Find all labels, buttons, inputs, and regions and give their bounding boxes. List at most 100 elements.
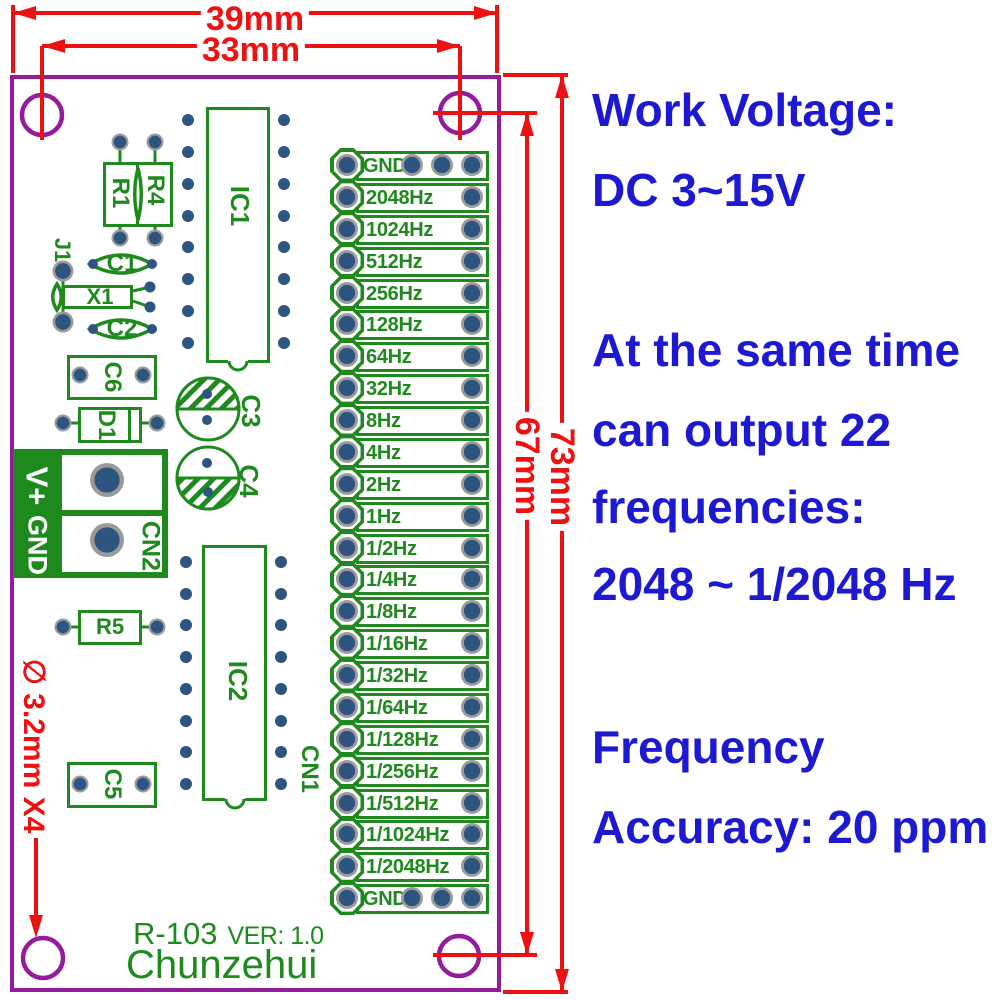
ic-pin-dot	[278, 210, 290, 222]
pin-pad	[336, 695, 358, 718]
ic-pin-dot	[278, 178, 290, 190]
pin-pad	[336, 472, 358, 495]
dim-outer-height: 73mm	[543, 422, 581, 532]
component-pad	[54, 618, 72, 636]
spec-work-voltage-value: DC 3~15V	[592, 164, 806, 216]
pin-pad	[336, 377, 358, 400]
pin-row: 128Hz	[330, 307, 489, 342]
pin-label: 1/64Hz	[366, 696, 428, 719]
pin-row: 1/32Hz	[330, 658, 489, 692]
terminal-pad	[90, 523, 124, 557]
component-pad	[148, 618, 166, 636]
pin-row: 1/2Hz	[330, 530, 489, 565]
c4-label: C4	[234, 464, 264, 498]
pin-row: 1024Hz	[330, 211, 489, 246]
pin-label: 4Hz	[366, 441, 401, 464]
r5-body	[78, 610, 142, 645]
pin-dot	[147, 259, 157, 269]
pin-pad	[461, 313, 483, 336]
pin-label: 1/16Hz	[366, 633, 428, 656]
pin-row: 2048Hz	[330, 179, 489, 214]
pin-row: 32Hz	[330, 371, 489, 406]
pin-dot	[147, 324, 157, 334]
pin-pad	[461, 887, 483, 910]
pin-dot	[203, 487, 213, 497]
ic-pin-dot	[275, 588, 287, 600]
c3-label: C3	[236, 394, 266, 428]
pin-row: 1/16Hz	[330, 626, 489, 661]
component-pad	[111, 229, 129, 247]
pin-label: 1/2Hz	[366, 537, 417, 560]
pin-pad	[336, 313, 358, 336]
pin-pad	[461, 185, 483, 208]
spec-output-line1: At the same time	[592, 324, 961, 376]
pin-label: 128Hz	[366, 314, 423, 337]
board-brand: Chunzehui	[126, 943, 318, 987]
pin-dot	[202, 389, 212, 399]
pin-dot	[88, 324, 98, 334]
pin-row: GND	[330, 148, 489, 182]
dimension-lines	[11, 5, 569, 994]
ic-pin-dot	[180, 683, 192, 695]
pin-label: 1/128Hz	[366, 728, 439, 751]
pin-row: 1/1024Hz	[330, 817, 489, 852]
spec-output-line2: can output 22	[592, 404, 892, 456]
pin-pad	[401, 154, 423, 176]
pin-label: 2048Hz	[366, 186, 434, 209]
spec-work-voltage-title: Work Voltage:	[592, 84, 897, 136]
pin-pad	[336, 759, 358, 782]
pin-pad	[336, 217, 358, 240]
pin-row: 1/8Hz	[330, 594, 489, 629]
pin-pad	[431, 154, 453, 176]
pin-label: 1/1024Hz	[366, 824, 450, 847]
pin-row: 1/64Hz	[330, 689, 489, 724]
j1-pad	[52, 311, 74, 333]
pin-pad	[336, 504, 358, 527]
component-pad	[146, 229, 164, 247]
pin-row: 1/512Hz	[330, 785, 489, 820]
x1-pin-dot	[144, 301, 156, 313]
ic-pin-dot	[182, 337, 194, 349]
component-pad	[71, 366, 89, 384]
pin-label: 1/4Hz	[366, 569, 417, 592]
pin-pad	[461, 695, 483, 718]
ic-pin-dot	[180, 746, 192, 758]
pin-label: GND	[363, 888, 407, 911]
pin-row: 2Hz	[330, 466, 489, 501]
pin-pad	[461, 345, 483, 368]
pin-pad	[336, 632, 358, 655]
pin-pad	[431, 887, 453, 910]
board-model: R-103	[133, 916, 218, 951]
component-pad	[134, 775, 152, 793]
d1-body	[78, 407, 142, 443]
pin-pad	[336, 281, 358, 304]
pin-pad	[336, 185, 358, 208]
ic-pin-dot	[180, 556, 192, 568]
ic-pin-dot	[182, 178, 194, 190]
ic-pin-dot	[182, 114, 194, 126]
pin-pad	[461, 249, 483, 272]
component-pad	[134, 366, 152, 384]
r1-r4-lens	[133, 167, 143, 221]
pin-pad	[461, 409, 483, 431]
ic-pin-dot	[275, 651, 287, 663]
component-pad	[71, 775, 89, 793]
pcb-outline	[10, 75, 501, 992]
pin-pad	[336, 409, 358, 431]
ic-pin-dot	[275, 778, 287, 790]
component-pad	[111, 133, 129, 151]
ic-pin-dot	[278, 241, 290, 253]
spec-accuracy-line1: Frequency	[592, 721, 825, 773]
pin-label: 2Hz	[366, 473, 401, 496]
pin-label: 1/32Hz	[366, 665, 428, 687]
pin-row: 512Hz	[330, 243, 489, 278]
ic-pin-dot	[182, 146, 194, 158]
x1-label: X1	[86, 284, 114, 309]
pin-label: 32Hz	[366, 378, 412, 401]
pin-pad	[336, 823, 358, 846]
ic-pin-dot	[275, 683, 287, 695]
pin-pad	[461, 855, 483, 878]
pin-pad	[461, 377, 483, 400]
pin-pad	[401, 887, 423, 910]
